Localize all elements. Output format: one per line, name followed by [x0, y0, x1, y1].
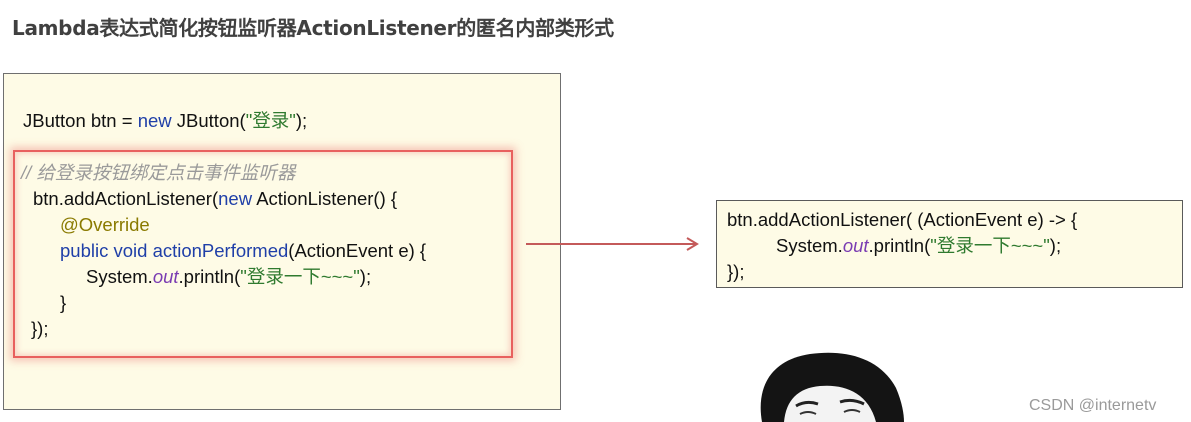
code-text: );: [295, 110, 308, 131]
code-line-add-listener: btn.addActionListener(new ActionListener…: [33, 186, 397, 212]
keyword-public-void: public void: [60, 240, 153, 261]
keyword-new: new: [218, 188, 253, 209]
original-code-panel: JButton btn = new JButton("登录"); // 给登录按…: [3, 73, 561, 410]
keyword-new: new: [137, 110, 172, 131]
field-out: out: [152, 266, 179, 287]
slide-title: Lambda表达式简化按钮监听器ActionListener的匿名内部类形式: [12, 16, 614, 40]
lambda-code-panel: btn.addActionListener( (ActionEvent e) -…: [716, 200, 1183, 288]
lambda-closing: });: [727, 261, 745, 282]
anonymous-class-highlight: [13, 150, 513, 358]
method-name: actionPerformed: [152, 240, 289, 261]
code-text: .println(: [868, 235, 931, 256]
code-text: JButton(: [171, 110, 246, 131]
code-text: JButton btn =: [23, 110, 138, 131]
code-closing-paren: });: [31, 318, 49, 339]
lambda-line-println: System.out.println("登录一下~~~");: [776, 233, 1061, 259]
code-line-println: System.out.println("登录一下~~~");: [86, 264, 371, 290]
string-literal: "登录一下~~~": [930, 235, 1050, 256]
code-override-annotation: @Override: [60, 214, 150, 235]
code-text: );: [1049, 235, 1062, 256]
transform-arrow-icon: [526, 237, 699, 251]
code-comment: // 给登录按钮绑定点击事件监听器: [21, 162, 296, 183]
string-literal: "登录一下~~~": [240, 266, 360, 287]
code-closing-brace: }: [60, 292, 67, 313]
code-text: btn.addActionListener(: [33, 188, 219, 209]
code-line-button-declaration: JButton btn = new JButton("登录");: [23, 108, 307, 134]
code-text: (ActionEvent e) {: [288, 240, 427, 261]
code-text: System.: [776, 235, 843, 256]
lambda-line-add-listener: btn.addActionListener( (ActionEvent e) -…: [727, 209, 1078, 230]
csdn-watermark: CSDN @internetv: [1029, 397, 1157, 414]
code-line-method-signature: public void actionPerformed(ActionEvent …: [60, 238, 426, 264]
code-text: System.: [86, 266, 153, 287]
field-out: out: [842, 235, 869, 256]
code-text: .println(: [178, 266, 241, 287]
string-literal: "登录": [245, 110, 296, 131]
code-text: ActionListener() {: [252, 188, 398, 209]
meme-face-icon: [760, 352, 904, 422]
code-text: );: [359, 266, 372, 287]
